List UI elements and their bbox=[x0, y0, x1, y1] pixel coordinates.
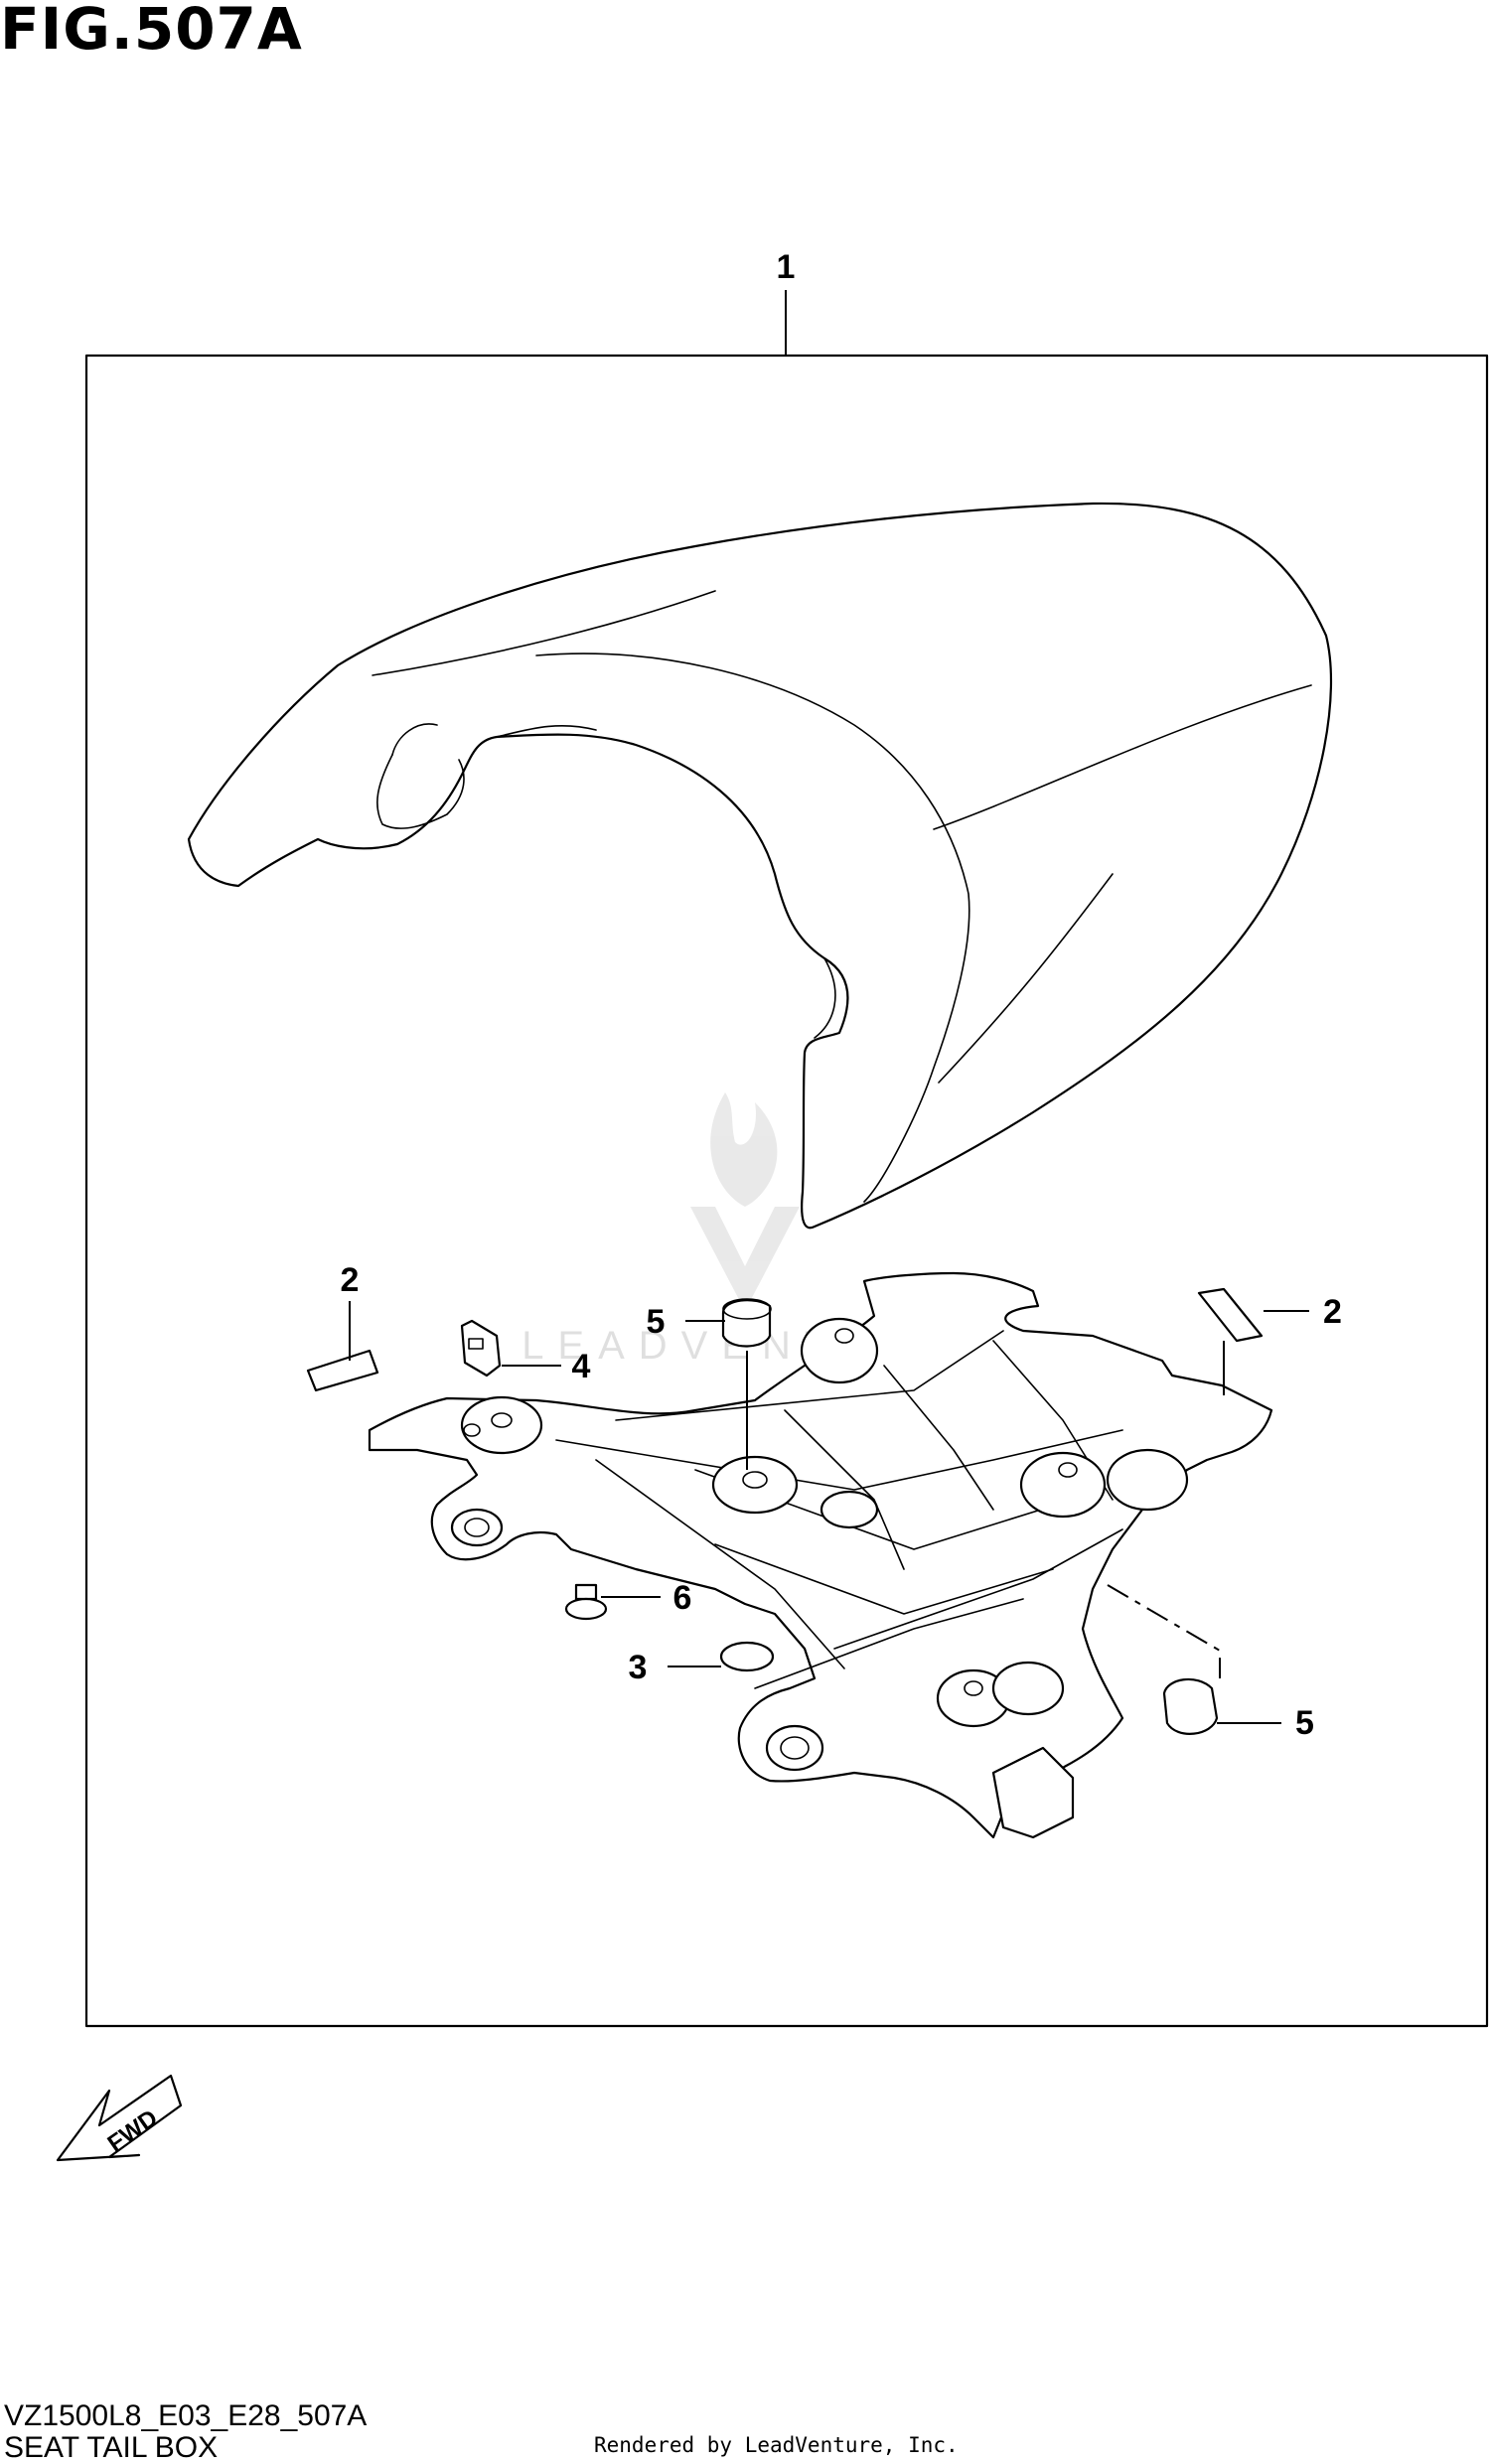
adhesive-pad-left bbox=[306, 1349, 379, 1392]
callout-2-right-label: 2 bbox=[1323, 1293, 1342, 1331]
watermark-logo bbox=[690, 1092, 800, 1311]
callout-2-left-label: 2 bbox=[341, 1261, 360, 1299]
clip-nut bbox=[460, 1319, 502, 1377]
rendered-credit: Rendered by LeadVenture, Inc. bbox=[594, 2433, 959, 2457]
screw bbox=[564, 1583, 608, 1621]
diagram-name: SEAT TAIL BOX bbox=[4, 2431, 219, 2464]
callout-3-label: 3 bbox=[629, 1649, 648, 1686]
callout-4-label: 4 bbox=[572, 1348, 591, 1385]
adhesive-pad-right bbox=[1197, 1287, 1264, 1343]
callout-1-label: 1 bbox=[777, 248, 796, 286]
grommet bbox=[719, 1641, 775, 1672]
callout-5-upper-label: 5 bbox=[647, 1303, 666, 1341]
figure-title: FIG.507A bbox=[0, 0, 303, 63]
callout-6-label: 6 bbox=[673, 1579, 692, 1617]
cushion-rubber-lower bbox=[1162, 1677, 1219, 1735]
seat-base-frame bbox=[368, 1271, 1273, 1839]
seat-tail-cover bbox=[187, 502, 1333, 1230]
callout-5-lower-label: 5 bbox=[1295, 1704, 1314, 1742]
diagram-code: VZ1500L8_E03_E28_507A bbox=[4, 2399, 368, 2432]
forward-arrow-icon: FWD bbox=[56, 2074, 183, 2162]
cushion-rubber-upper bbox=[721, 1298, 772, 1348]
